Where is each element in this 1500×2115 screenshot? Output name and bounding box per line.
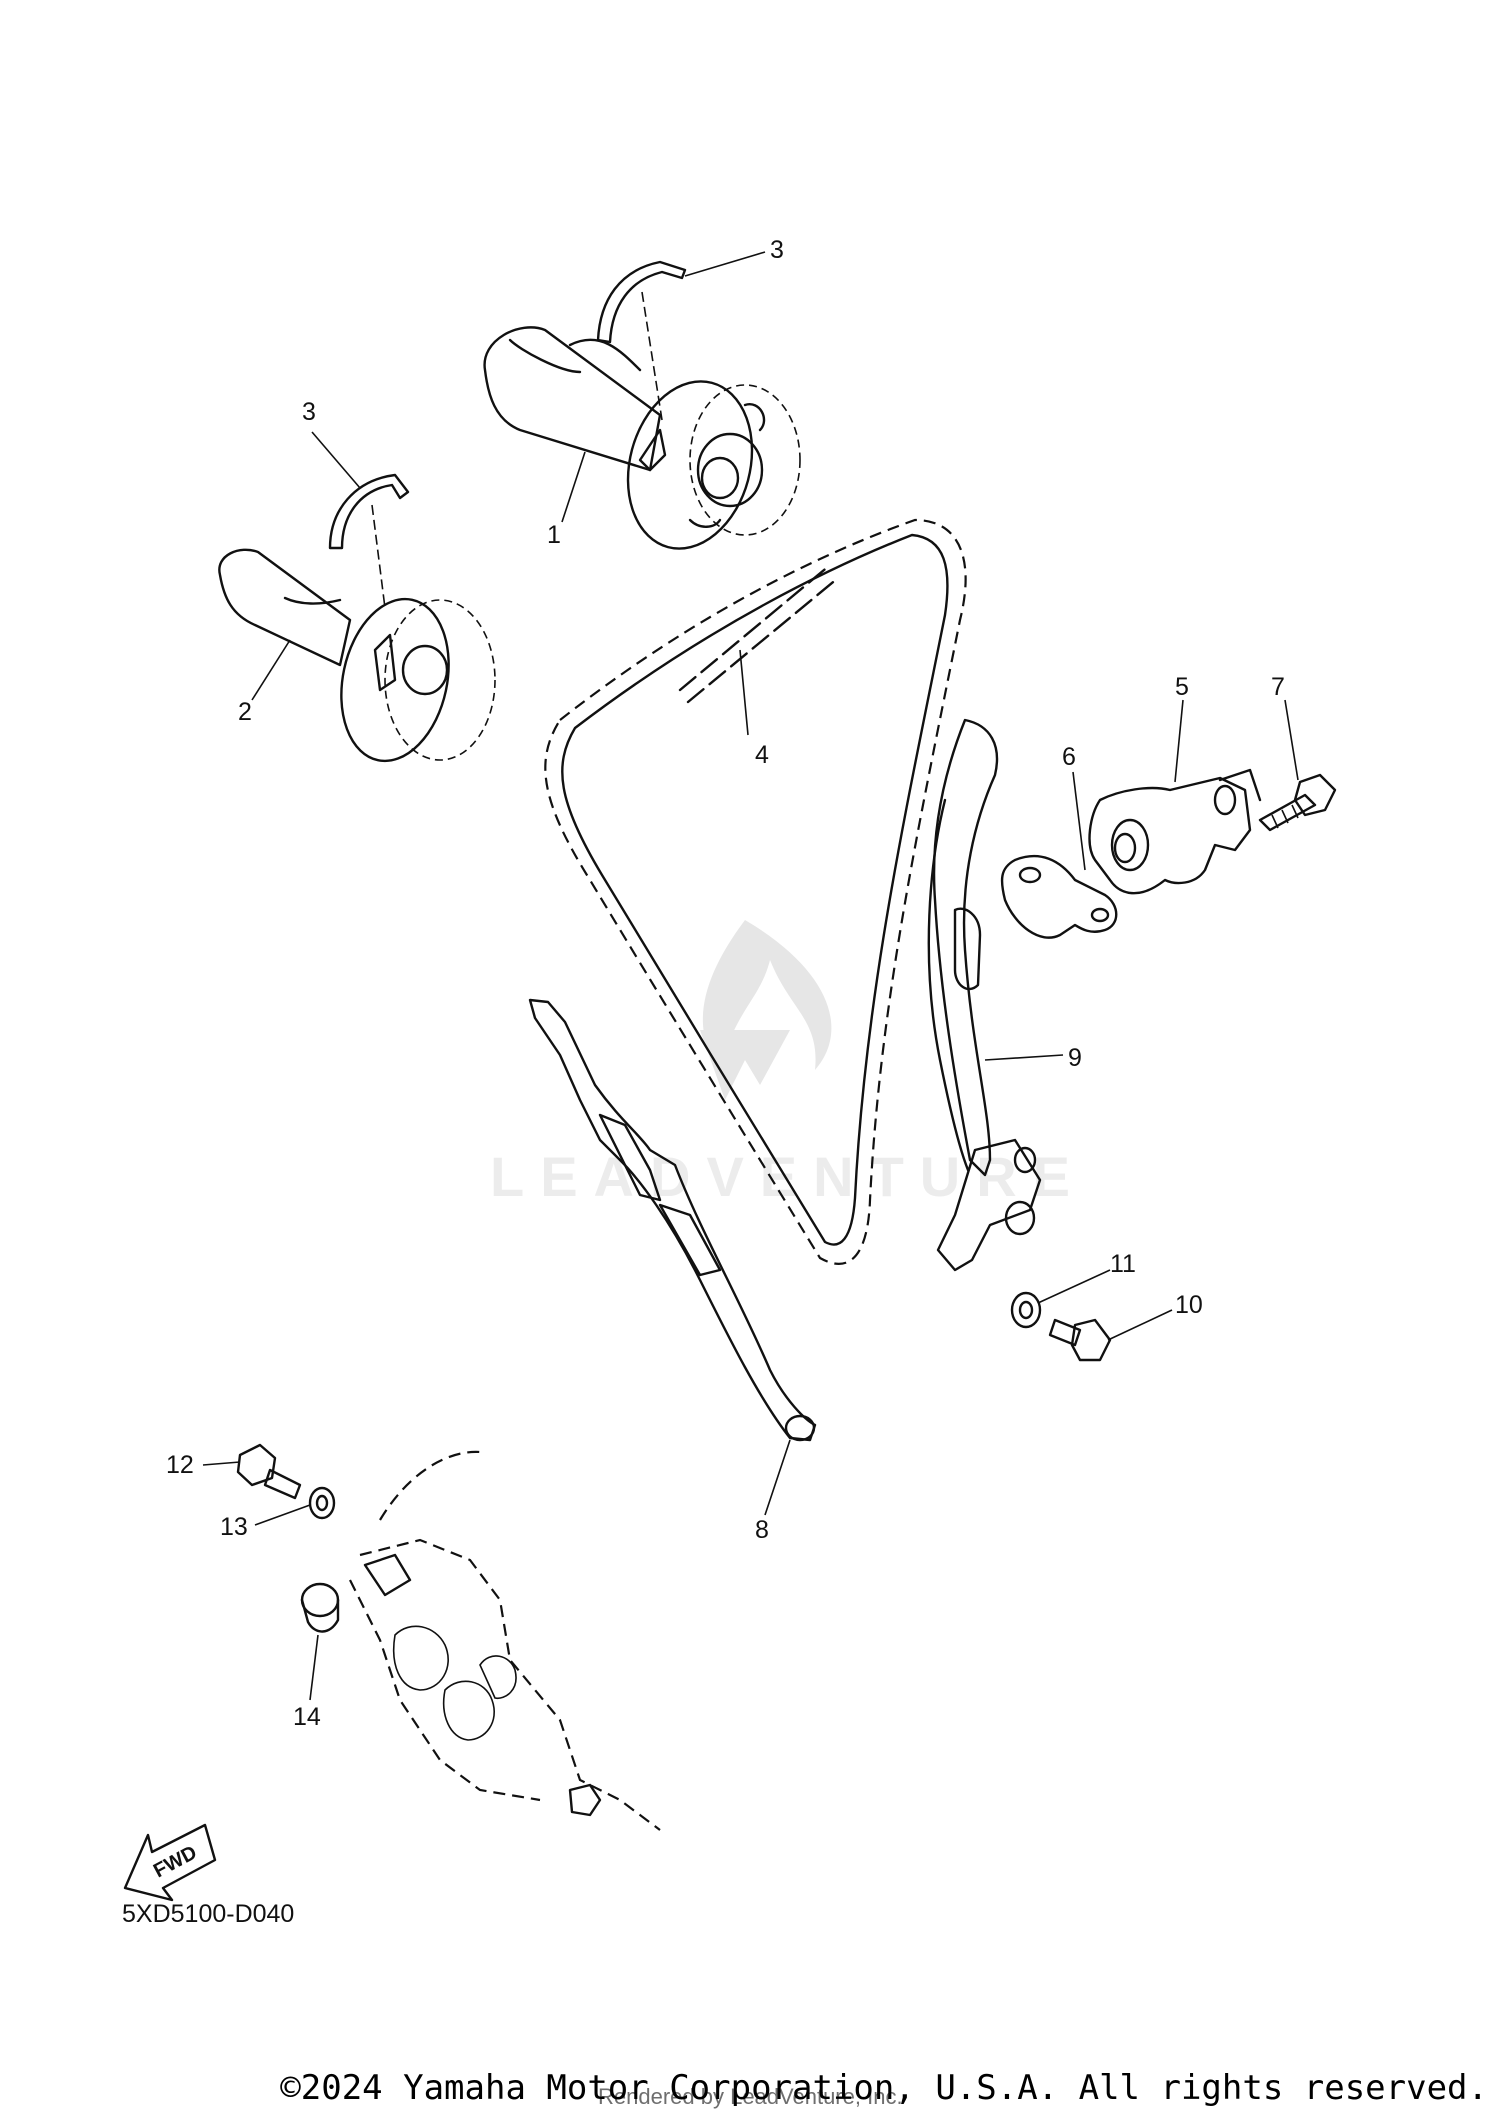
circlip-upper <box>596 260 687 344</box>
callout-5: 5 <box>1175 673 1189 701</box>
callout-12: 12 <box>166 1451 194 1479</box>
bolt-10 <box>1048 1318 1112 1362</box>
fwd-label: FWD <box>150 1842 201 1883</box>
callout-4: 4 <box>755 741 769 769</box>
bolt-12 <box>236 1443 302 1500</box>
callout-9: 9 <box>1068 1044 1082 1072</box>
tensioner-5 <box>1088 768 1262 895</box>
callout-numbers: 3 3 1 2 4 5 6 7 9 11 10 12 13 8 14 <box>166 236 1285 1731</box>
callout-13: 13 <box>220 1513 248 1541</box>
washer-11 <box>1010 1291 1042 1329</box>
callout-11: 11 <box>1110 1250 1136 1278</box>
cam-chain-4 <box>544 518 967 1265</box>
callout-8: 8 <box>755 1516 769 1544</box>
callout-3-upper: 3 <box>770 236 784 264</box>
rendered-by-text: Rendered by LeadVenture, Inc. <box>598 2084 903 2109</box>
leader-dash-3a <box>641 291 663 421</box>
chain-guide-9 <box>927 718 1042 1272</box>
callout-2: 2 <box>238 698 252 726</box>
callout-6: 6 <box>1062 743 1076 771</box>
diagram-code: 5XD5100-D040 <box>122 1900 295 1928</box>
gasket-6 <box>1000 854 1118 939</box>
camshaft-1 <box>483 326 801 550</box>
callout-7: 7 <box>1271 673 1285 701</box>
callout-3-lower: 3 <box>302 398 316 426</box>
callout-14: 14 <box>293 1703 321 1731</box>
circlip-lower <box>328 473 410 550</box>
leadventure-watermark: LEADVENTURE <box>490 920 1086 1208</box>
callout-10: 10 <box>1175 1291 1203 1319</box>
fwd-arrow: FWD <box>123 1823 217 1902</box>
leader-lines <box>202 251 1299 1701</box>
callout-1: 1 <box>547 521 561 549</box>
chain-guide-8 <box>528 998 817 1442</box>
washer-13 <box>308 1486 336 1520</box>
cylinder-head-outline <box>349 1450 661 1831</box>
leader-dash-3b <box>371 504 386 609</box>
copyright-text: ©2024 Yamaha Motor Corporation, U.S.A. A… <box>280 2068 1488 2108</box>
bolt-7 <box>1258 773 1337 832</box>
camshaft-2 <box>218 548 496 763</box>
plug-14 <box>300 1582 340 1633</box>
watermark-text: LEADVENTURE <box>490 1145 1086 1208</box>
